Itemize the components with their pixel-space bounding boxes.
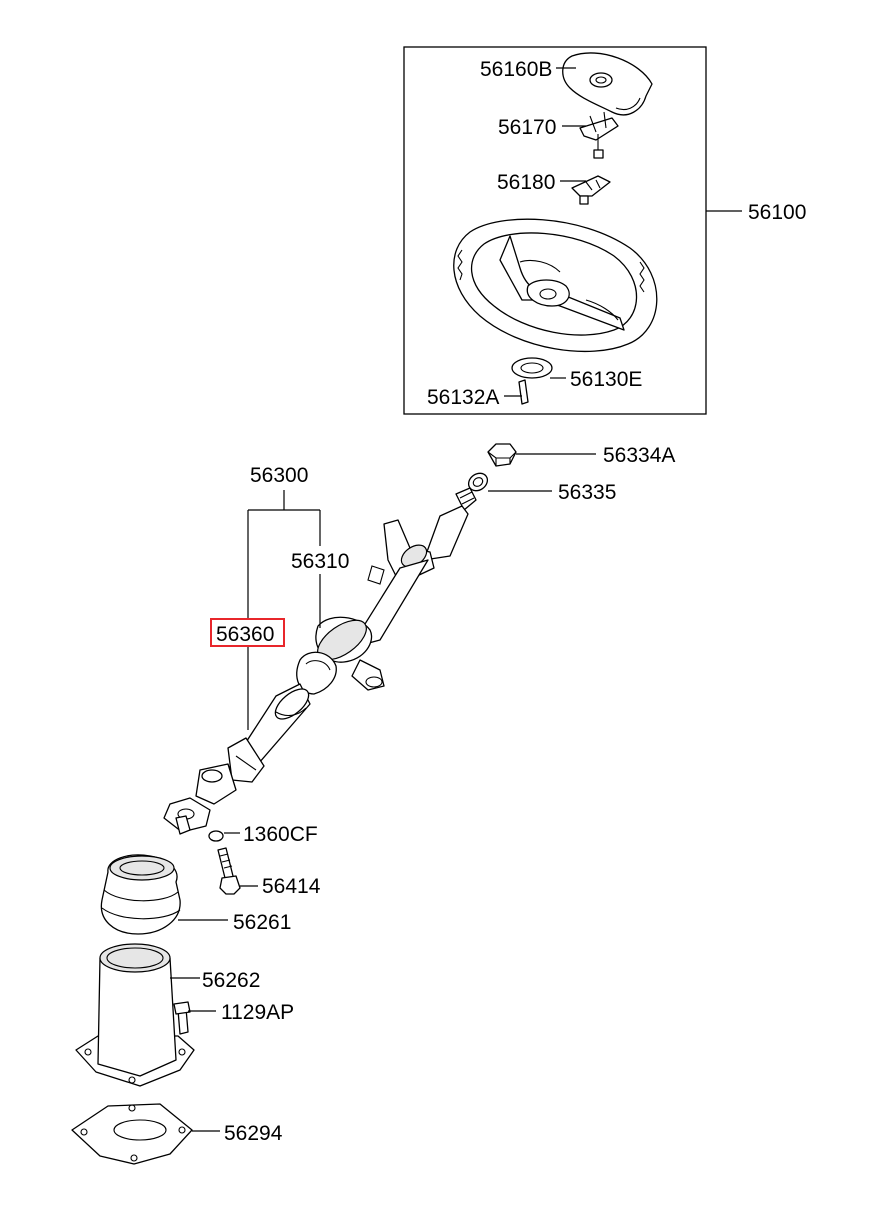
label-56360[interactable]: 56360 [216, 623, 274, 646]
label-56310[interactable]: 56310 [291, 550, 349, 573]
horn-pad-part[interactable] [562, 52, 653, 116]
bolt-56414-part[interactable] [217, 847, 241, 895]
label-56334A[interactable]: 56334A [603, 444, 675, 467]
steering-wheel-part[interactable] [453, 218, 658, 353]
column-cover-tube-part[interactable] [75, 943, 195, 1087]
label-56261[interactable]: 56261 [233, 911, 291, 934]
horn-bracket-part[interactable] [579, 111, 619, 159]
label-56170[interactable]: 56170 [498, 116, 556, 139]
bolt-1129ap-part[interactable] [173, 1001, 191, 1035]
leader-lines [170, 67, 742, 1132]
label-56160B[interactable]: 56160B [480, 58, 552, 81]
dust-boot-part[interactable] [100, 854, 181, 935]
steering-column-assembly[interactable] [163, 487, 477, 835]
label-56300[interactable]: 56300 [250, 464, 308, 487]
bolt-1360cf-part[interactable] [208, 830, 224, 842]
pin-part[interactable] [518, 379, 529, 405]
label-1360CF[interactable]: 1360CF [243, 823, 318, 846]
clock-spring-ring-part[interactable] [511, 357, 553, 379]
label-56130E[interactable]: 56130E [570, 368, 642, 391]
label-56132A[interactable]: 56132A [427, 386, 499, 409]
label-56294[interactable]: 56294 [224, 1122, 283, 1145]
label-56335[interactable]: 56335 [558, 481, 616, 504]
washer-part[interactable] [465, 470, 491, 495]
lock-nut-part[interactable] [487, 443, 517, 467]
label-1129AP[interactable]: 1129AP [221, 1001, 294, 1024]
horn-contact-plate-part[interactable] [571, 175, 611, 205]
label-56414[interactable]: 56414 [262, 875, 321, 898]
label-56180[interactable]: 56180 [497, 171, 555, 194]
label-56100[interactable]: 56100 [748, 201, 806, 224]
gasket-part[interactable] [71, 1103, 193, 1165]
steering-wheel-group-box [403, 46, 707, 415]
highlight-box [210, 618, 285, 647]
label-56262[interactable]: 56262 [202, 969, 260, 992]
